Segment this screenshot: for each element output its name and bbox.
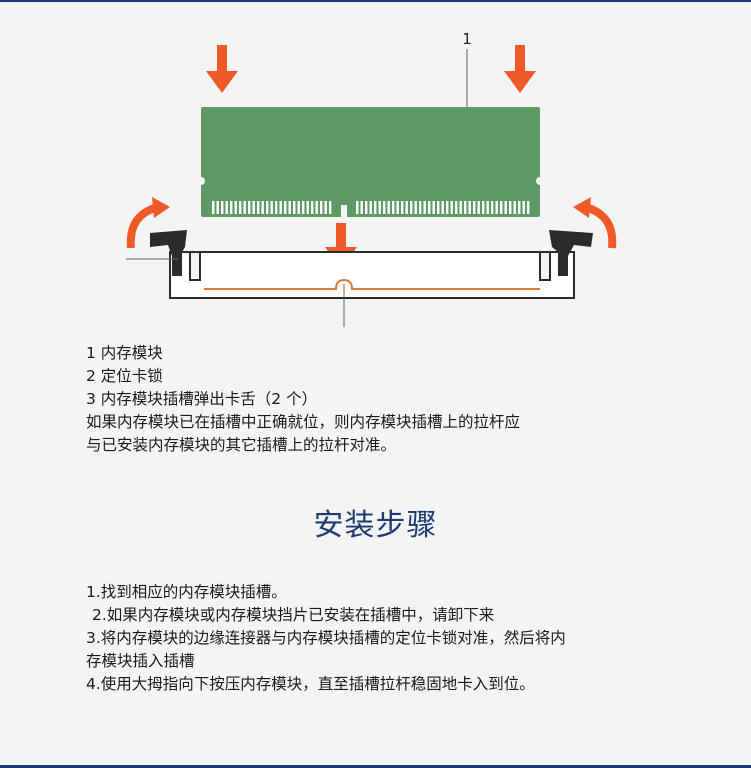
connector-pin [243, 201, 246, 214]
connector-pin [365, 201, 368, 214]
connector-pin [378, 201, 381, 214]
connector-pin [216, 201, 219, 214]
connector-pin [369, 201, 372, 214]
connector-pin [320, 201, 323, 214]
connector-pin [441, 201, 444, 214]
connector-pin [504, 201, 507, 214]
legend-item-latch: 2 定位卡锁 [86, 367, 163, 385]
ejector-latch-right [549, 230, 593, 276]
steps-list: 1.找到相应的内存模块插槽。 2.如果内存模块或内存模块挡片已安装在插槽中，请卸… [86, 581, 566, 696]
connector-pin [324, 201, 327, 214]
connector-pin [234, 201, 237, 214]
connector-pin [311, 201, 314, 214]
memory-install-diagram: 1 [126, 30, 617, 327]
connector-pin [261, 201, 264, 214]
connector-pin [509, 201, 512, 214]
connector-pin [432, 201, 435, 214]
legend-note-line: 如果内存模块已在插槽中正确就位，则内存模块插槽上的拉杆应 [86, 413, 521, 431]
connector-pin [270, 201, 273, 214]
ejector-latch-left [150, 230, 187, 276]
connector-pin [522, 201, 525, 214]
connector-pin [252, 201, 255, 214]
legend-note-line: 与已安装内存模块的其它插槽上的拉杆对准。 [86, 436, 397, 454]
connector-pin [414, 201, 417, 214]
connector-pin [455, 201, 458, 214]
figure-legend: 1 内存模块 2 定位卡锁 3 内存模块插槽弹出卡舌（2 个） 如果内存模块已在… [86, 342, 520, 457]
callout-label: 1 [462, 30, 472, 48]
eject-arrow-left-icon [126, 197, 170, 249]
connector-pin [293, 201, 296, 214]
connector-pin [266, 201, 269, 214]
connector-pin [297, 201, 300, 214]
step-item: 4.使用大拇指向下按压内存模块，直至插槽拉杆稳固地卡入到位。 [86, 675, 535, 693]
connector-pin [306, 201, 309, 214]
connector-pin [410, 201, 413, 214]
connector-pin [405, 201, 408, 214]
connector-pin [302, 201, 305, 214]
step-item: 存模块插入插槽 [86, 652, 195, 670]
connector-pin [230, 201, 233, 214]
memory-slot [169, 251, 575, 299]
connector-pin [459, 201, 462, 214]
connector-pin [513, 201, 516, 214]
connector-pin [473, 201, 476, 214]
memory-module [197, 107, 544, 217]
step-item: 3.将内存模块的边缘连接器与内存模块插槽的定位卡锁对准，然后将内 [86, 629, 566, 647]
connector-pin [221, 201, 224, 214]
connector-pin [288, 201, 291, 214]
connector-pin [396, 201, 399, 214]
connector-pin [356, 201, 359, 214]
step-item: 1.找到相应的内存模块插槽。 [86, 583, 287, 601]
connector-pin [477, 201, 480, 214]
bottom-border [0, 765, 751, 768]
connector-pin [518, 201, 521, 214]
eject-arrow-right-icon [573, 197, 617, 249]
connector-pin [482, 201, 485, 214]
connector-pin [374, 201, 377, 214]
connector-pin [401, 201, 404, 214]
connector-pin [275, 201, 278, 214]
connector-pin [500, 201, 503, 214]
connector-pin [392, 201, 395, 214]
down-arrow-left-icon [206, 45, 238, 93]
section-title: 安装步骤 [313, 508, 438, 543]
connector-pin [248, 201, 251, 214]
connector-pin [491, 201, 494, 214]
connector-pin [329, 201, 332, 214]
connector-pin [527, 201, 530, 214]
connector-pin [495, 201, 498, 214]
connector-pin [225, 201, 228, 214]
connector-pin [383, 201, 386, 214]
step-item: 2.如果内存模块或内存模块挡片已安装在插槽中，请卸下来 [92, 606, 495, 624]
connector-pin [257, 201, 260, 214]
connector-pin [315, 201, 318, 214]
connector-pin [419, 201, 422, 214]
connector-pin [212, 201, 215, 214]
connector-pin [446, 201, 449, 214]
connector-pin [284, 201, 287, 214]
connector-pin [239, 201, 242, 214]
down-arrow-right-icon [504, 45, 536, 93]
legend-item-eject-tab: 3 内存模块插槽弹出卡舌（2 个） [86, 390, 318, 408]
connector-pin [387, 201, 390, 214]
connector-pin [279, 201, 282, 214]
connector-pin [428, 201, 431, 214]
legend-item-module: 1 内存模块 [86, 344, 163, 362]
connector-pin [437, 201, 440, 214]
connector-pin [360, 201, 363, 214]
connector-pin [468, 201, 471, 214]
top-border [0, 0, 751, 2]
connector-pin [464, 201, 467, 214]
connector-pin [450, 201, 453, 214]
connector-pin [423, 201, 426, 214]
connector-pin [486, 201, 489, 214]
